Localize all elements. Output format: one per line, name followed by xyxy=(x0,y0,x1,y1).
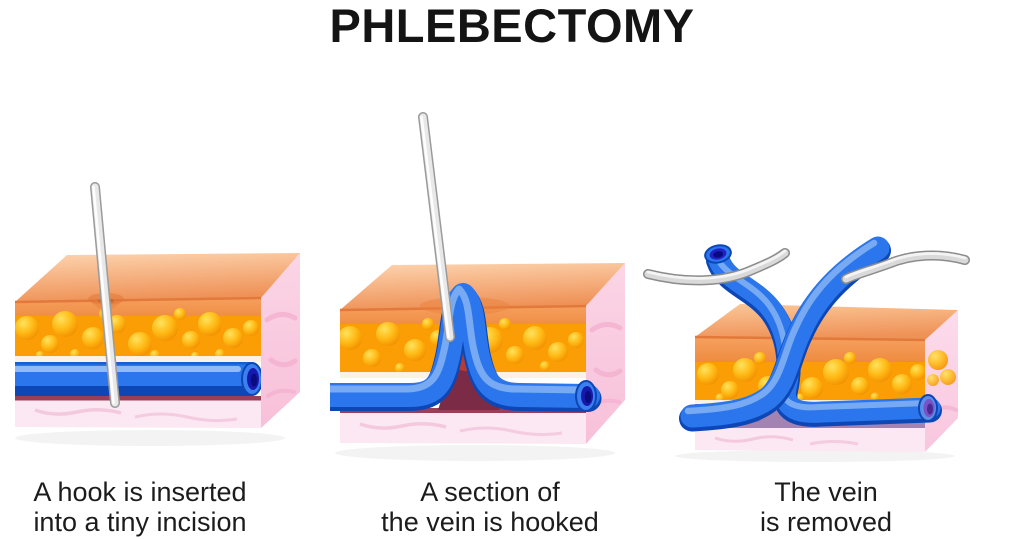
caption-line: into a tiny incision xyxy=(33,507,247,537)
right-hook-icon xyxy=(841,250,970,284)
deep-tissue-layer xyxy=(695,428,925,452)
left-hook-icon xyxy=(643,248,790,286)
skin-surface xyxy=(340,263,625,310)
skin-block xyxy=(14,253,300,428)
subcutaneous-band xyxy=(15,356,261,362)
illustration-hook-inserted xyxy=(14,182,300,446)
page-title: PHLEBECTOMY xyxy=(329,0,695,52)
caption-vein-removed: The vein is removed xyxy=(660,477,992,537)
deep-tissue-layer xyxy=(340,413,586,444)
vein xyxy=(330,283,602,412)
vein-cut-opening xyxy=(704,244,732,264)
caption-hook-inserted: A hook is inserted into a tiny incision xyxy=(0,477,280,537)
vein xyxy=(15,362,261,396)
phlebectomy-hook-icon xyxy=(90,182,120,408)
caption-line: is removed xyxy=(759,507,893,537)
illustration-vein-hooked xyxy=(330,112,625,461)
illustration-vein-removed xyxy=(643,236,970,462)
epidermis-layer xyxy=(15,298,261,320)
vein-pulled-segment xyxy=(679,236,891,432)
caption-line: the vein is hooked xyxy=(381,507,599,537)
caption-line: The vein xyxy=(774,477,878,507)
block-shadow xyxy=(675,450,955,462)
under-vein-shadow xyxy=(15,396,261,401)
caption-line: A hook is inserted xyxy=(33,477,247,507)
skin-surface xyxy=(15,253,300,302)
skin-block xyxy=(694,304,958,452)
under-vein-shadow xyxy=(340,408,586,413)
caption-line: A section of xyxy=(420,477,560,507)
caption-vein-hooked: A section of the vein is hooked xyxy=(330,477,650,537)
deep-tissue-layer xyxy=(15,400,261,428)
block-shadow xyxy=(15,430,285,446)
phlebectomy-hook-icon xyxy=(418,112,455,342)
fat-layer xyxy=(695,352,925,403)
block-shadow xyxy=(335,445,615,461)
